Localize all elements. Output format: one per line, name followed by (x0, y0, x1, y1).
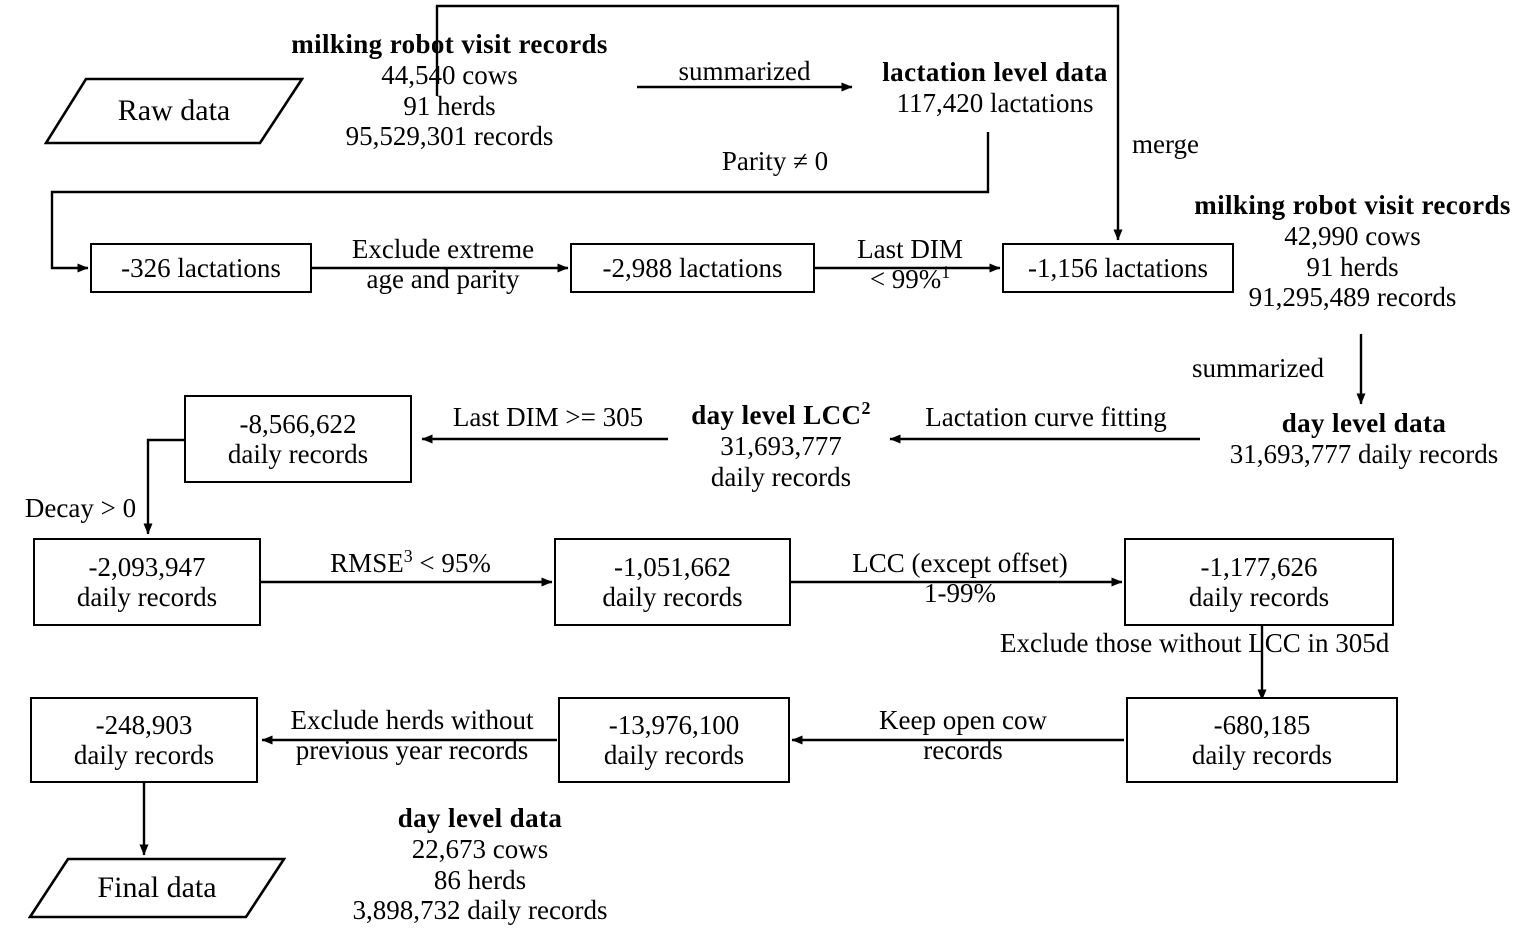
edge-decay-loop (143, 438, 185, 535)
day-level-lcc-line-2: daily records (710, 461, 852, 492)
day-level-lcc-header-text: day level LCC (691, 400, 862, 430)
terminal-final-data: Final data (28, 857, 286, 919)
terminal-raw-data-label: Raw data (117, 94, 231, 127)
edge-label-exclude-without-lcc-305d: Exclude those without LCC in 305d (1000, 628, 1534, 658)
edge-label-exclude-herds-line-1: Exclude herds without (290, 705, 534, 735)
box-minus-680185: -680,185 daily records (1126, 697, 1398, 783)
box-minus-2093947: -2,093,947 daily records (33, 538, 261, 626)
lactation-level-data-header: lactation level data (882, 57, 1108, 87)
box-minus-326-lactations-line-1: -326 lactations (121, 252, 281, 283)
edge-label-rmse: RMSE3 < 95% (268, 546, 553, 578)
box-minus-8566622-line-1: -8,566,622 (239, 409, 357, 440)
edge-label-merge: merge (1132, 129, 1252, 159)
box-minus-326-lactations: -326 lactations (90, 243, 312, 293)
edge-label-exclude-herds-line-2: previous year records (295, 735, 529, 766)
raw-data-stats-line-3: 95,529,301 records (345, 121, 554, 152)
edge-label-summarized-right: summarized (1168, 353, 1348, 383)
box-minus-8566622: -8,566,622 daily records (184, 395, 412, 483)
edge-label-keep-open-cow-line-1: Keep open cow (879, 705, 1047, 735)
final-data-stats-line-3: 3,898,732 daily records (352, 895, 608, 926)
edge-label-last-dim-99-line-2-text: < 99% (869, 264, 942, 295)
parallelogram-shape (44, 77, 304, 145)
edge-label-lcc-except-offset-line-1: LCC (except offset) (852, 548, 1068, 578)
edge-label-summarized-right-text: summarized (1192, 353, 1324, 383)
merged-visit-records-stats: milking robot visit records 42,990 cows … (1175, 190, 1530, 313)
box-minus-13976100-line-2: daily records (603, 739, 745, 770)
raw-data-stats-line-2: 91 herds (403, 90, 496, 121)
final-data-stats: day level data 22,673 cows 86 herds 3,89… (290, 803, 670, 926)
edge-label-decay: Decay > 0 (8, 493, 153, 523)
edge-label-last-dim-305-text: Last DIM >= 305 (452, 402, 644, 432)
footnote-marker-3: 3 (403, 546, 413, 566)
parallelogram-shape-final (28, 857, 286, 919)
edge-label-lactation-curve-fitting-text: Lactation curve fitting (925, 402, 1167, 432)
footnote-marker-2: 2 (861, 398, 871, 418)
box-minus-1177626: -1,177,626 daily records (1124, 538, 1394, 626)
box-minus-1156-lactations-line-1: -1,156 lactations (1028, 252, 1208, 283)
raw-data-stats-line-1: 44,540 cows (381, 59, 518, 90)
box-minus-13976100-line-1: -13,976,100 (608, 710, 740, 741)
box-minus-248903-line-1: -248,903 (95, 710, 193, 741)
box-minus-8566622-line-2: daily records (227, 438, 369, 469)
edge-label-lcc-except-offset-line-2: 1-99% (924, 578, 996, 609)
box-minus-1177626-line-2: daily records (1188, 581, 1330, 612)
edge-label-parity: Parity ≠ 0 (670, 146, 880, 176)
day-level-data-line-1: 31,693,777 daily records (1229, 438, 1499, 469)
day-level-lcc-line-1: 31,693,777 (720, 430, 842, 461)
edge-label-lactation-curve-fitting: Lactation curve fitting (890, 402, 1202, 432)
merged-visit-records-line-1: 42,990 cows (1284, 220, 1421, 251)
merged-visit-records-line-2: 91 herds (1306, 251, 1399, 282)
box-minus-1156-lactations: -1,156 lactations (1002, 243, 1234, 293)
edge-label-merge-text: merge (1132, 129, 1199, 159)
footnote-marker-1: 1 (941, 262, 951, 283)
lactation-level-data-stats: lactation level data 117,420 lactations (855, 57, 1135, 119)
raw-data-stats-header: milking robot visit records (291, 29, 608, 59)
raw-data-stats: milking robot visit records 44,540 cows … (277, 29, 622, 152)
box-minus-1051662: -1,051,662 daily records (554, 538, 791, 626)
day-level-lcc-header: day level LCC2 (670, 398, 892, 431)
box-minus-1051662-line-2: daily records (602, 581, 743, 612)
edge-label-summarized-top: summarized (637, 56, 852, 86)
merged-visit-records-line-3: 91,295,489 records (1248, 282, 1457, 313)
edge-label-rmse-tail: < 95% (412, 548, 491, 578)
box-minus-2093947-line-1: -2,093,947 (88, 552, 206, 583)
edge-label-keep-open-cow-line-2: records (923, 735, 1003, 766)
box-minus-680185-line-1: -680,185 (1213, 710, 1311, 741)
box-minus-2093947-line-2: daily records (76, 581, 218, 612)
edge-label-last-dim-99: Last DIM < 99%1 (820, 234, 1000, 294)
day-level-data-header: day level data (1281, 408, 1447, 438)
edge-label-decay-text: Decay > 0 (24, 493, 137, 523)
edge-label-exclude-herds: Exclude herds without previous year reco… (268, 705, 556, 765)
box-minus-680185-line-2: daily records (1191, 739, 1333, 770)
edge-label-keep-open-cow-records: Keep open cow records (818, 705, 1108, 765)
edge-label-exclude-extreme-line-1: Exclude extreme (351, 234, 535, 264)
box-minus-1177626-line-1: -1,177,626 (1200, 552, 1318, 583)
edge-label-exclude-extreme-age-parity: Exclude extreme age and parity (318, 234, 568, 294)
final-data-stats-line-1: 22,673 cows (411, 833, 549, 864)
edge-label-summarized-top-text: summarized (678, 56, 811, 86)
box-minus-2988-lactations-line-1: -2,988 lactations (602, 252, 783, 283)
edge-label-lcc-except-offset: LCC (except offset) 1-99% (800, 548, 1120, 608)
edge-label-rmse-text: RMSE (330, 548, 404, 578)
edge-label-exclude-extreme-line-2: age and parity (366, 264, 520, 295)
box-minus-13976100: -13,976,100 daily records (558, 697, 790, 783)
lactation-level-data-line-1: 117,420 lactations (896, 87, 1094, 118)
edge-label-last-dim-99-line-2: < 99%1 (820, 262, 1000, 295)
terminal-raw-data: Raw data (44, 77, 304, 145)
merged-visit-records-header: milking robot visit records (1194, 190, 1511, 220)
box-minus-248903-line-2: daily records (73, 739, 215, 770)
day-level-data-stats: day level data 31,693,777 daily records (1198, 408, 1530, 470)
box-minus-2988-lactations: -2,988 lactations (570, 243, 815, 293)
final-data-stats-line-2: 86 herds (433, 864, 527, 895)
box-minus-248903: -248,903 daily records (30, 697, 258, 783)
box-minus-1051662-line-1: -1,051,662 (614, 552, 731, 583)
final-data-stats-header: day level data (397, 803, 563, 833)
day-level-lcc-stats: day level LCC2 31,693,777 daily records (670, 398, 892, 492)
edge-label-last-dim-305: Last DIM >= 305 (428, 402, 668, 432)
edge-label-parity-text: Parity ≠ 0 (721, 146, 829, 176)
terminal-final-data-label: Final data (97, 871, 217, 904)
edge-label-last-dim-99-line-1: Last DIM (857, 234, 963, 264)
edge-label-exclude-without-lcc-305d-text: Exclude those without LCC in 305d (1000, 628, 1390, 658)
